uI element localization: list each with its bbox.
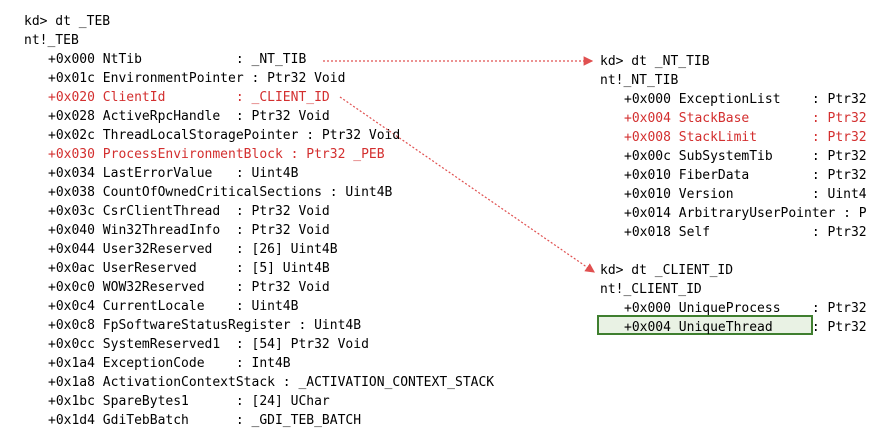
field-row: +0x010 FiberData : Ptr32 [624, 168, 867, 183]
teb-type-name: nt!_TEB [24, 33, 79, 48]
field-row: +0x1bc SpareBytes1 : [24] UChar [48, 394, 330, 409]
field-row: +0x0cc SystemReserved1 : [54] Ptr32 Void [48, 337, 369, 352]
field-row: +0x008 StackLimit : Ptr32 [624, 130, 867, 145]
field-row: +0x028 ActiveRpcHandle : Ptr32 Void [48, 109, 330, 124]
field-row: +0x1a8 ActivationContextStack : _ACTIVAT… [48, 375, 495, 390]
nt-tib-type-name: nt!_NT_TIB [600, 73, 679, 88]
client-id-command: kd> dt _CLIENT_ID [600, 263, 734, 278]
field-row: +0x01c EnvironmentPointer : Ptr32 Void [48, 71, 346, 86]
field-row: +0x038 CountOfOwnedCriticalSections : Ui… [48, 185, 393, 200]
client-id-type-name: nt!_CLIENT_ID [600, 282, 702, 297]
field-row: +0x1d4 GdiTebBatch : _GDI_TEB_BATCH [48, 413, 362, 428]
field-row: +0x014 ArbitraryUserPointer : P [624, 206, 867, 221]
field-row: +0x044 User32Reserved : [26] Uint4B [48, 242, 338, 257]
field-row: +0x040 Win32ThreadInfo : Ptr32 Void [48, 223, 330, 238]
field-row: +0x010 Version : Uint4 [624, 187, 867, 202]
field-row: +0x034 LastErrorValue : Uint4B [48, 166, 299, 181]
field-row: +0x1a4 ExceptionCode : Int4B [48, 356, 291, 371]
field-row: +0x03c CsrClientThread : Ptr32 Void [48, 204, 330, 219]
field-row: +0x000 NtTib : _NT_TIB [48, 52, 307, 67]
nt-tib-command: kd> dt _NT_TIB [600, 54, 710, 69]
field-row: +0x004 StackBase : Ptr32 [624, 111, 867, 126]
field-row: +0x000 UniqueProcess : Ptr32 [624, 301, 867, 316]
field-row: +0x02c ThreadLocalStoragePointer : Ptr32… [48, 128, 401, 143]
field-row: +0x0c0 WOW32Reserved : Ptr32 Void [48, 280, 330, 295]
unique-thread-highlight-box [597, 315, 813, 335]
field-row: +0x000 ExceptionList : Ptr32 [624, 92, 867, 107]
field-row: +0x030 ProcessEnvironmentBlock : Ptr32 _… [48, 147, 385, 162]
field-row: +0x0c8 FpSoftwareStatusRegister : Uint4B [48, 318, 362, 333]
field-row: +0x018 Self : Ptr32 [624, 225, 867, 240]
field-row: +0x00c SubSystemTib : Ptr32 [624, 149, 867, 164]
field-row: +0x0c4 CurrentLocale : Uint4B [48, 299, 299, 314]
field-row: +0x004 UniqueThread : Ptr32 [624, 320, 867, 335]
field-row: +0x020 ClientId : _CLIENT_ID [48, 90, 330, 105]
teb-command: kd> dt _TEB [24, 14, 111, 29]
field-row: +0x0ac UserReserved : [5] Uint4B [48, 261, 330, 276]
